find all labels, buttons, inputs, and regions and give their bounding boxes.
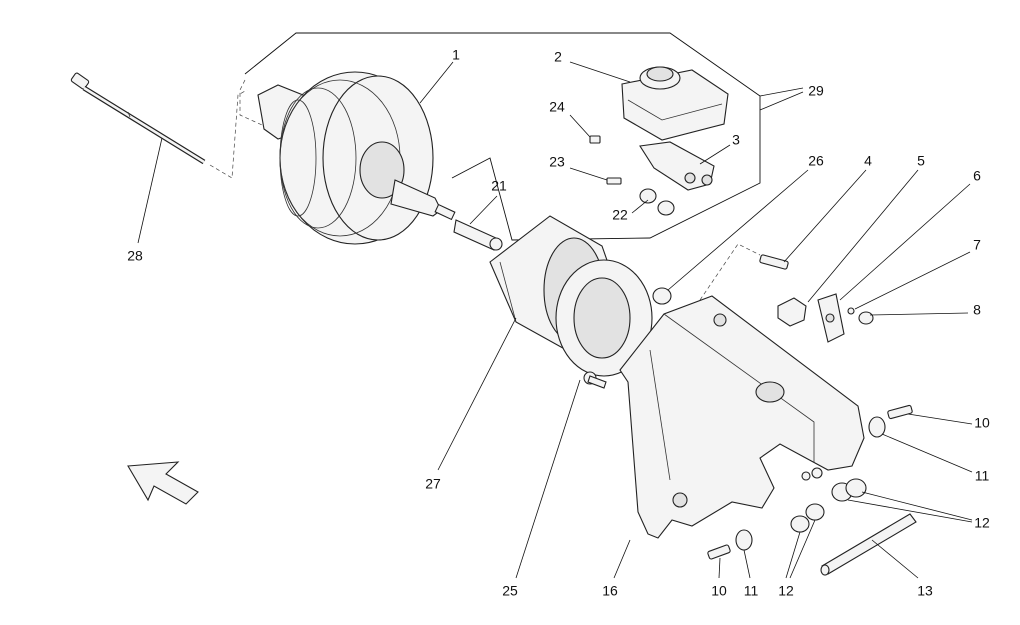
push-rod-21 — [453, 195, 503, 251]
callout-c4: 4 — [864, 153, 872, 169]
brake-booster-1 — [239, 61, 456, 245]
bushings-12-bottom — [785, 467, 825, 579]
callout-c2: 2 — [554, 49, 562, 65]
callout-c6: 6 — [973, 168, 981, 184]
mounting-bracket-16 — [613, 243, 865, 579]
callout-c25: 25 — [502, 583, 518, 599]
callout-c13: 13 — [917, 583, 933, 599]
tie-rod-28 — [70, 72, 248, 244]
pin-13 — [820, 513, 919, 579]
washer-11-right — [868, 416, 973, 473]
bushings-12-right — [831, 478, 973, 523]
callout-c5: 5 — [917, 153, 925, 169]
washer-7 — [847, 251, 971, 315]
washer-11-bottom — [735, 529, 753, 579]
callout-c16: 16 — [602, 583, 618, 599]
bracket-3 — [639, 141, 731, 191]
bushings-22 — [631, 188, 675, 216]
callout-c11a: 11 — [975, 468, 990, 484]
screw-23 — [569, 167, 622, 185]
callout-c23: 23 — [549, 154, 565, 170]
nut-8 — [858, 311, 969, 325]
callout-c1: 1 — [452, 47, 460, 63]
callout-c8: 8 — [973, 302, 981, 318]
callout-c12b: 12 — [778, 583, 794, 599]
callout-c24: 24 — [549, 99, 565, 115]
callout-c28: 28 — [127, 248, 143, 264]
bolt-10-bottom — [707, 544, 731, 579]
callout-c3: 3 — [732, 132, 740, 148]
flange-25 — [515, 259, 653, 579]
callout-c21: 21 — [491, 178, 507, 194]
assembly-29-frame — [244, 32, 804, 241]
callout-c7: 7 — [973, 237, 981, 253]
callout-c29: 29 — [808, 83, 824, 99]
cap-26 — [652, 169, 809, 305]
callout-c11b: 11 — [744, 583, 759, 599]
orientation-arrow-icon — [127, 461, 199, 505]
screw-24 — [569, 114, 601, 144]
callout-c10a: 10 — [974, 415, 990, 431]
callout-c26: 26 — [808, 153, 824, 169]
damper-5 — [777, 169, 919, 327]
bolt-4 — [759, 169, 867, 270]
plate-6 — [817, 183, 971, 343]
callout-c27: 27 — [425, 476, 441, 492]
callout-c10b: 10 — [711, 583, 727, 599]
callout-c22: 22 — [612, 207, 628, 223]
fluid-reservoir-2 — [569, 61, 729, 141]
callout-c12a: 12 — [974, 515, 990, 531]
bolt-10-right — [887, 404, 973, 425]
